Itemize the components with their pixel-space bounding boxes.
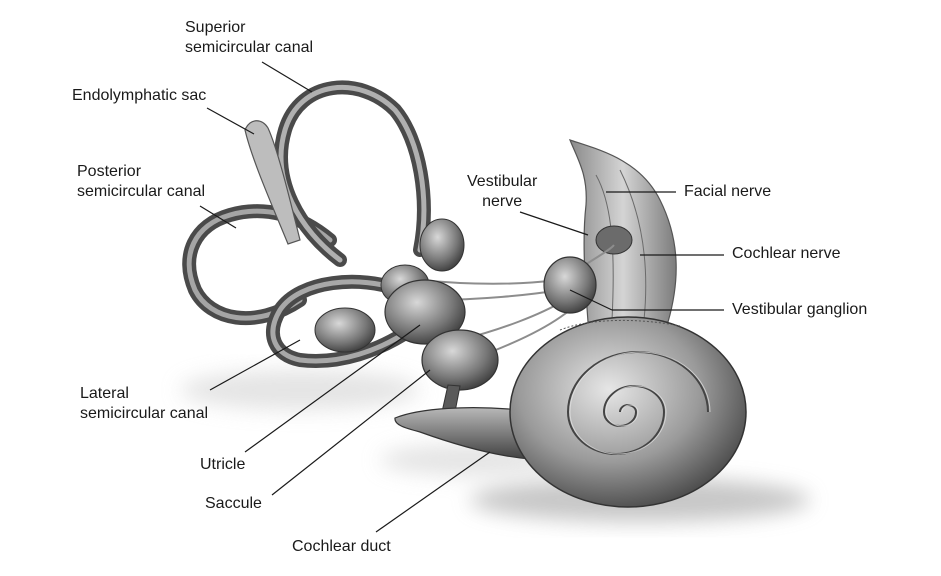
label-cochlear-duct: Cochlear duct (292, 538, 391, 555)
label-vestibular-nerve: Vestibular nerve (467, 173, 538, 210)
label-vestibular-ganglion: Vestibular ganglion (732, 301, 868, 318)
saccule-shape (421, 329, 499, 391)
label-posterior-semicircular-canal: Posterior semicircular canal (77, 163, 206, 200)
label-utricle: Utricle (200, 456, 246, 473)
label-facial-nerve: Facial nerve (684, 183, 772, 200)
endolymphatic-sac-shape (244, 120, 301, 245)
leader-lines (199, 61, 724, 533)
label-lateral-semicircular-canal: Lateral semicircular canal (80, 385, 209, 422)
nerve-bundle (568, 139, 677, 323)
label-superior-semicircular-canal: Superior semicircular canal (185, 19, 314, 56)
cochlea-shape (509, 316, 747, 508)
label-cochlear-nerve: Cochlear nerve (732, 245, 841, 262)
vestibular-ganglion-shape (543, 256, 597, 314)
label-saccule: Saccule (205, 495, 262, 512)
utricle-shape (384, 279, 466, 345)
superior-canal-shape (274, 80, 431, 267)
label-endolymphatic-sac: Endolymphatic sac (72, 87, 207, 104)
